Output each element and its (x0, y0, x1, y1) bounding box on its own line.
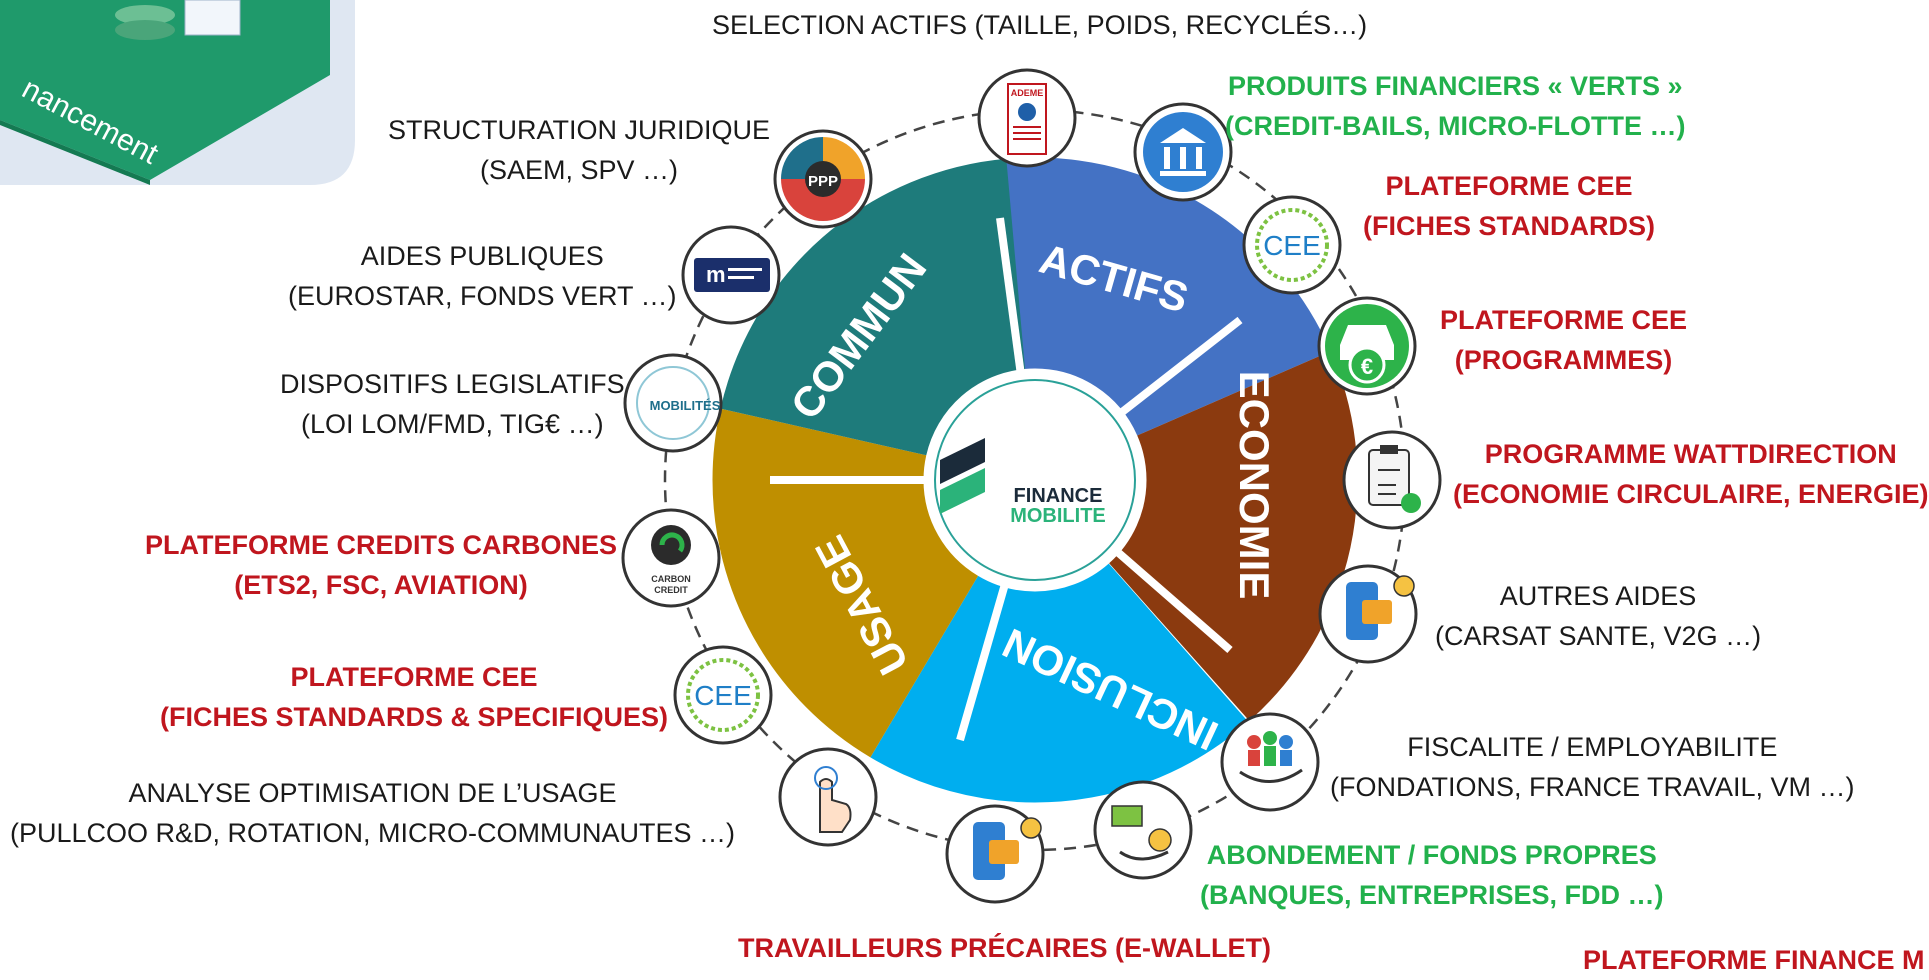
svg-text:CEE: CEE (694, 680, 752, 711)
wallet-phone-icon-right (1318, 564, 1418, 664)
label-cee-programmes: PLATEFORME CEE (PROGRAMMES) (1440, 305, 1688, 375)
cee-icon-left: CEE (673, 645, 773, 745)
label-plateforme-finance: PLATEFORME FINANCE M (1583, 945, 1925, 975)
bank-icon (1133, 102, 1233, 202)
label-autres-aides: AUTRES AIDES (CARSAT SANTE, V2G …) (1435, 581, 1762, 651)
svg-text:CARBON: CARBON (651, 574, 691, 584)
carbon-credit-icon: CARBON CREDIT (621, 508, 721, 608)
label-wattdirection: PROGRAMME WATTDIRECTION (ECONOMIE CIRCUL… (1453, 439, 1929, 509)
svg-text:CEE: CEE (1263, 230, 1321, 261)
label-structuration: STRUCTURATION JURIDIQUE (SAEM, SPV …) (388, 115, 770, 185)
ministere-icon: m (681, 225, 781, 325)
label-aides-publiques: AIDES PUBLIQUES (EUROSTAR, FONDS VERT …) (288, 241, 677, 311)
label-travailleurs-precaires: TRAVAILLEURS PRÉCAIRES (E-WALLET) (738, 933, 1271, 963)
logo-line2: MOBILITE (1010, 505, 1106, 527)
community-hand-icon (1220, 712, 1320, 812)
legal-checklist-icon (1342, 430, 1442, 530)
wallet-phone-icon-bottom (945, 804, 1045, 904)
label-cee-standards: PLATEFORME CEE (FICHES STANDARDS) (1363, 171, 1655, 241)
label-selection-actifs: SELECTION ACTIFS (TAILLE, POIDS, RECYCLÉ… (712, 10, 1368, 40)
svg-text:MOBILITÉS: MOBILITÉS (650, 398, 721, 413)
mobilites-icon: MOBILITÉS (623, 353, 723, 453)
label-produits-verts: PRODUITS FINANCIERS « VERTS » (CREDIT-BA… (1225, 71, 1686, 141)
svg-text:ADEME: ADEME (1011, 88, 1044, 98)
cee-icon-top: CEE (1242, 195, 1342, 295)
label-credits-carbones: PLATEFORME CREDITS CARBONES (ETS2, FSC, … (145, 530, 618, 600)
ademe-icon: ADEME (977, 68, 1077, 168)
label-cee-specifiques: PLATEFORME CEE (FICHES STANDARDS & SPECI… (160, 662, 669, 732)
finance-mobilite-logo: FINANCE MOBILITE (934, 379, 1136, 581)
label-analyse-usage: ANALYSE OPTIMISATION DE L’USAGE (PULLCOO… (10, 778, 736, 848)
label-abondement: ABONDEMENT / FONDS PROPRES (BANQUES, ENT… (1200, 840, 1664, 910)
logo-line1: FINANCE (1014, 485, 1103, 507)
label-dispositifs: DISPOSITIFS LEGISLATIFS (LOI LOM/FMD, TI… (280, 369, 625, 439)
svg-text:CREDIT: CREDIT (654, 585, 688, 595)
label-fiscalite: FISCALITE / EMPLOYABILITE (FONDATIONS, F… (1330, 732, 1855, 802)
financement-tile-image: nancement (0, 0, 355, 185)
svg-text:PPP: PPP (808, 173, 838, 190)
segment-actifs (712, 157, 1358, 803)
segment-economie (712, 157, 1358, 803)
svg-text:m: m (706, 262, 726, 287)
svg-text:€: € (1361, 354, 1373, 379)
touch-hand-icon (778, 747, 878, 847)
segment-label-economie: ECONOMIE (1231, 371, 1278, 600)
money-hands-icon (1093, 780, 1193, 880)
ppp-icon: PPP (773, 129, 873, 229)
green-car-euro-icon: € (1317, 296, 1417, 396)
segment-commun (712, 157, 1358, 803)
